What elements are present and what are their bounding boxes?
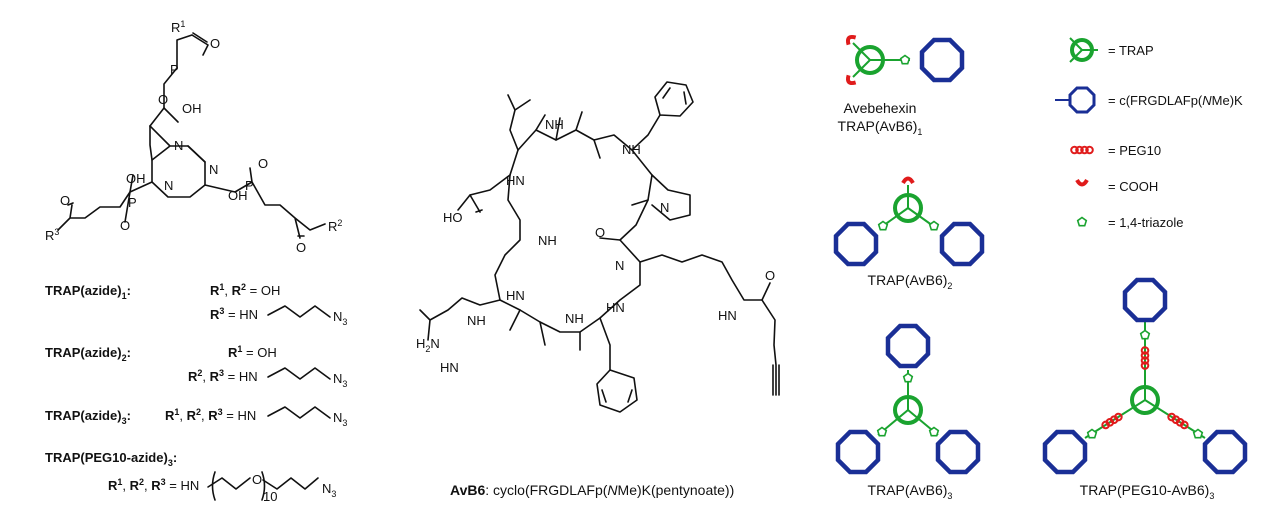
cooh-icon — [1075, 178, 1089, 187]
o-atom: O — [765, 268, 775, 283]
conjugate-peg-trimer: TRAP(PEG10-AvB6)3 — [1045, 280, 1245, 501]
variant-name: TRAP(azide)3: — [45, 408, 131, 426]
ho-label: HO — [443, 210, 463, 225]
azide-label: N3 — [333, 410, 347, 428]
trap-icon — [1069, 37, 1098, 63]
hn-label: HN — [440, 360, 459, 375]
o-atom: O — [595, 225, 605, 240]
nh-label: NH — [545, 117, 564, 132]
r3-label: R3 — [45, 227, 59, 243]
o-atom: O — [258, 156, 268, 171]
conjugate-caption: TRAP(PEG10-AvB6)3 — [1080, 482, 1215, 501]
trap-variant-list: TRAP(azide)1: R1, R2 = OH R3 = HN N3 TRA… — [45, 282, 347, 504]
hn-label: HN — [606, 300, 625, 315]
o-atom: O — [60, 193, 70, 208]
n-atom: N — [615, 258, 624, 273]
peptide-caption: AvB6: cyclo(FRGDLAFp(NMe)K(pentynoate)) — [450, 482, 734, 498]
oh-label: OH — [182, 101, 202, 116]
legend-label: = c(FRGDLAFp(NMe)K — [1108, 93, 1243, 108]
azide-label: N3 — [333, 371, 347, 389]
legend-label: = TRAP — [1108, 43, 1154, 58]
trap-chelator-structure: R1 O P O OH N N N OH P O O R3 P O OH R2 … — [45, 19, 342, 255]
conjugate-caption: TRAP(AvB6)2 — [868, 272, 953, 291]
h2n-label: H2N — [416, 336, 440, 354]
conjugate-caption: TRAP(AvB6)1 — [838, 118, 923, 137]
legend: = TRAP = c(FRGDLAFp(NMe)K = PEG10 = COOH… — [1055, 37, 1243, 230]
r-definition: R1, R2 = OH — [210, 282, 280, 298]
peg10-icon — [1070, 145, 1094, 155]
nh-label: NH — [565, 311, 584, 326]
hn-label: HN — [506, 173, 525, 188]
oh-label: OH — [228, 188, 248, 203]
r-definition: R1, R2, R3 = HN — [165, 407, 256, 423]
o-atom: O — [158, 92, 168, 107]
conjugate-avebehexin: Avebehexin TRAP(AvB6)1 — [838, 34, 962, 137]
r2-label: R2 — [328, 218, 342, 234]
legend-label: = PEG10 — [1108, 143, 1161, 158]
n-atom: N — [209, 162, 218, 177]
p-atom: P — [128, 195, 137, 210]
nh-label: NH — [467, 313, 486, 328]
p-atom: P — [245, 178, 254, 193]
hn-label: HN — [506, 288, 525, 303]
hn-label: HN — [718, 308, 737, 323]
n-atom: N — [660, 200, 669, 215]
peg-repeat-count: 10 — [263, 489, 277, 504]
azide-label: N3 — [333, 309, 347, 327]
o-atom: O — [296, 240, 306, 255]
variant-name: TRAP(azide)1: — [45, 283, 131, 301]
peg-oxygen: O — [252, 472, 262, 487]
avb6-peptide-structure: NH NH HN HO NH N N HN NH HN HN NH H2N HN… — [416, 81, 780, 498]
o-atom: O — [210, 36, 220, 51]
variant-name: TRAP(azide)2: — [45, 345, 131, 363]
r-definition: R1, R2, R3 = HN — [108, 477, 199, 493]
r-definition: R2, R3 = HN — [188, 368, 258, 384]
triazole-icon — [1076, 216, 1088, 227]
o-atom: O — [120, 218, 130, 233]
p-atom: P — [170, 62, 179, 77]
legend-label: = COOH — [1108, 179, 1158, 194]
oh-label: OH — [126, 171, 146, 186]
azide-label: N3 — [322, 481, 336, 499]
conjugate-dimer: TRAP(AvB6)2 — [836, 176, 982, 291]
nh-label: NH — [538, 233, 557, 248]
nh-label: NH — [622, 142, 641, 157]
conjugate-name: Avebehexin — [844, 100, 917, 116]
variant-name: TRAP(PEG10-azide)3: — [45, 450, 177, 468]
n-atom: N — [174, 138, 183, 153]
r-definition: R1 = OH — [228, 344, 277, 360]
r1-label: R1 — [171, 19, 185, 35]
cyclic-peptide-icon — [1055, 86, 1096, 114]
conjugate-caption: TRAP(AvB6)3 — [868, 482, 953, 501]
r-definition: R3 = HN — [210, 306, 258, 322]
conjugate-trimer: TRAP(AvB6)3 — [838, 326, 978, 501]
n-atom: N — [164, 178, 173, 193]
legend-label: = 1,4-triazole — [1108, 215, 1184, 230]
